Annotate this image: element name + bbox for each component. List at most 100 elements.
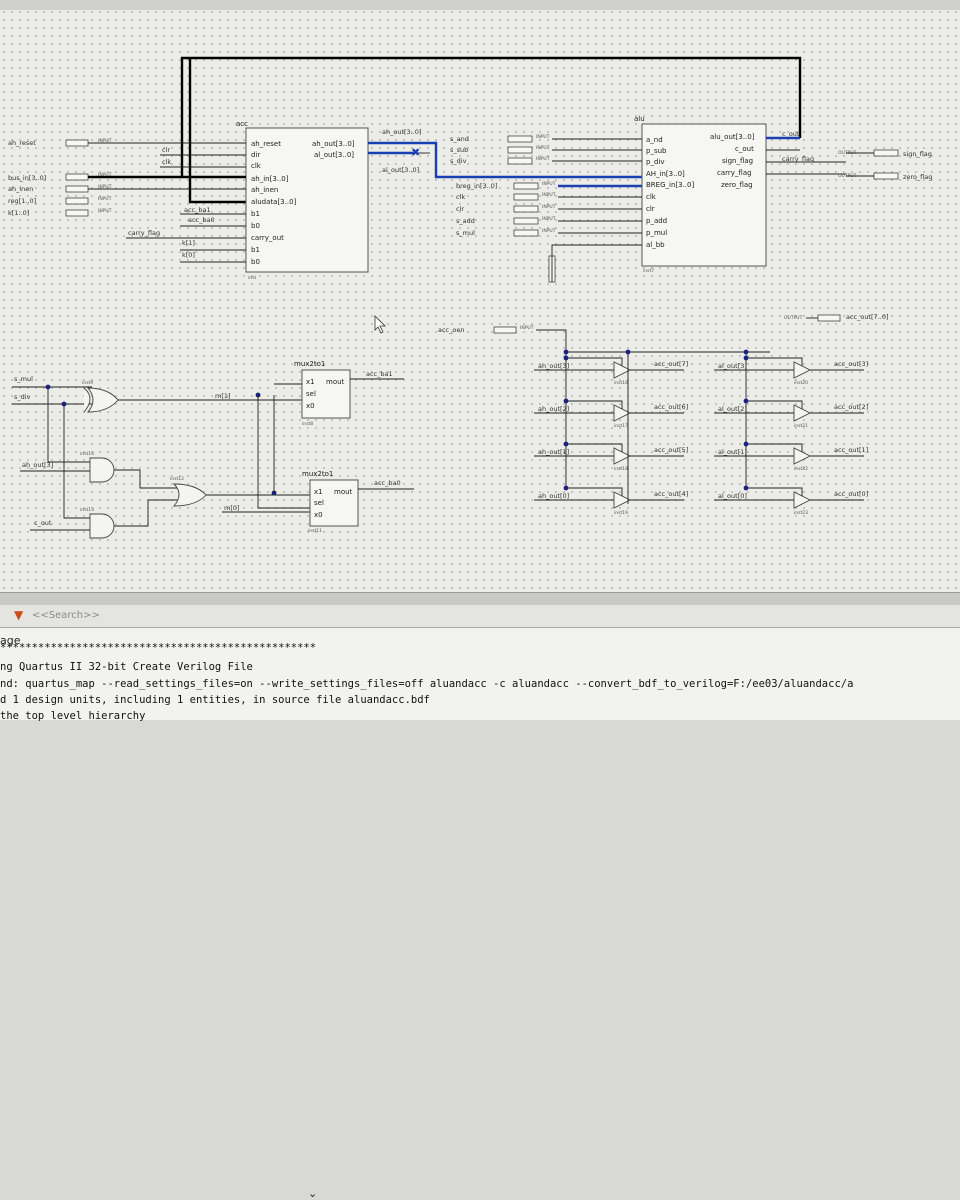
acc-block-inst: inst [248,275,256,281]
tristate-buffer[interactable]: al_out[2] acc_out[2] inst21 [714,398,868,429]
net-k0: k[0] [182,251,195,259]
pin-type: INPUT [98,172,112,178]
alu-port-breg-in: BREG_in[3..0] [646,181,694,189]
tristate-in-label: ah_out[2] [538,405,569,413]
svg-text:zero_flag: zero_flag [903,173,932,181]
tristate-out-label: acc_out[1] [834,446,868,454]
acc-block[interactable]: acc inst ah_reset dir clk ah_in[3..0] ah… [236,120,369,281]
mouse-cursor-icon [374,315,386,334]
search-input[interactable] [32,608,232,623]
tristate-buffer[interactable]: ah_out[3]acc_out[7]inst16 [534,355,688,386]
net-clk: clk [162,158,171,166]
control-logic: s_mul s_div inst9 m[1] ah_out[3] inst14 … [12,375,312,539]
svg-text:INPUT: INPUT [542,204,556,210]
svg-text:c_out: c_out [782,130,800,138]
net-ah-inen: ah_inen [8,185,33,193]
tristate-buffer[interactable]: ah_out[0]acc_out[4]inst19 [534,485,688,516]
tristate-out-label: acc_out[6] [654,403,688,411]
svg-text:m[0]: m[0] [224,504,240,512]
acc-block-title: acc [236,120,248,128]
no-connect-marker: ✖ [411,146,420,159]
alu-port-ah-in: AH_in[3..0] [646,170,685,178]
tristate-buffer[interactable]: al_out[1] acc_out[1] inst22 [714,441,868,472]
tristate-buffer[interactable]: ah_out[2]acc_out[6]inst17 [534,398,688,429]
acc-port-b1: b1 [251,210,260,218]
messages-column-header: age [0,634,21,647]
net-clr: clr [162,146,170,154]
and-gate-top [89,457,115,483]
pin-type: INPUT [98,184,112,190]
message-line[interactable]: d 1 design units, including 1 entities, … [0,694,430,706]
alu-port-mul: p_mul [646,229,667,237]
tristate-out-label: acc_out[7] [654,360,688,368]
tristate-inst-label: inst21 [794,423,808,429]
alu-input-pins: s_and INPUT s_sub INPUT s_div INPUT breg… [450,134,642,283]
tristate-out-label: acc_out[4] [654,490,688,498]
svg-text:INPUT: INPUT [542,216,556,222]
chevron-down-icon[interactable]: ⌄ [308,1187,318,1200]
svg-text:clk: clk [456,193,465,201]
panel-splitter[interactable]: ⌄ [0,592,960,1199]
svg-text:INPUT: INPUT [536,156,550,162]
svg-text:inst14: inst14 [80,451,94,457]
acc-port-k1: b1 [251,246,260,254]
alu-block[interactable]: alu inst7 a_nd p_sub p_div AH_in[3..0] B… [634,115,767,274]
acc-port-ah-reset: ah_reset [251,140,281,148]
net-carry-flag: carry_flag [128,229,160,237]
xor-gate [83,387,119,413]
svg-text:s_div: s_div [450,157,467,165]
svg-text:s_sub: s_sub [450,146,468,154]
alu-port-clr: clr [646,205,655,213]
svg-text:clr: clr [456,205,464,213]
net-al-out: al_out[3..0] [382,166,419,174]
alu-port-add: p_add [646,217,667,225]
filter-icon[interactable]: ▼ [14,608,24,622]
tristate-inst-label: inst22 [794,466,808,472]
tristate-in-label: al_out[1] [718,448,747,456]
tristate-out-label: acc_out[3] [834,360,868,368]
tristate-in-label: al_out[2] [718,405,747,413]
acc-input-pins: ah_reset INPUT bus_in[3..0] INPUT ah_ine… [8,138,246,263]
svg-text:INPUT: INPUT [536,134,550,140]
tristate-inst-label: inst16 [614,380,628,386]
message-line[interactable]: ng Quartus II 32-bit Create Verilog File [0,661,253,673]
pin-type: INPUT [98,208,112,214]
acc-port-clk: clk [251,162,262,170]
net-ah-out: ah_out[3..0] [382,128,421,136]
tristate-buffer[interactable]: al_out[3]acc_out[3]inst20 [714,355,868,386]
svg-text:INPUT: INPUT [536,145,550,151]
alu-output-wires: c_out carry_flag OUTPUT sign_flag OUTPUT… [766,130,932,181]
acc-out-pins: OUTPUT acc_out[7..0] acc_oen INPUT [438,313,889,353]
message-line[interactable]: nd: quartus_map --read_settings_files=on… [0,678,854,690]
tristate-buffer[interactable]: al_out[0]acc_out[0]inst23 [714,485,868,516]
message-line[interactable]: the top level hierarchy [0,710,146,722]
acc-port-aludata: aludata[3..0] [251,198,297,206]
mux-top[interactable]: mux2to1 inst8 x1 sel x0 mout acc_ba1 [274,360,404,427]
svg-text:s_div: s_div [14,393,31,401]
acc-port-ah-out: ah_out[3..0] [312,140,355,148]
svg-text:inst11: inst11 [308,528,322,534]
svg-text:INPUT: INPUT [542,192,556,198]
tristate-in-label: ah_out[1] [538,448,569,456]
svg-text:acc_ba0: acc_ba0 [374,479,401,487]
svg-text:sel: sel [306,390,316,398]
net-acc-ba0: acc_ba0 [188,216,215,224]
messages-panel: age ************************************… [0,628,960,722]
svg-text:OUTPUT: OUTPUT [784,315,803,321]
svg-text:INPUT: INPUT [520,325,534,331]
svg-text:x1: x1 [314,488,323,496]
tristate-buffer[interactable]: ah_out[1]acc_out[5]inst18 [534,441,688,472]
alu-block-title: alu [634,115,645,123]
mux-bottom[interactable]: mux2to1 inst11 x1 sel x0 mout acc_ba0 [302,470,414,534]
svg-text:mux2to1: mux2to1 [294,360,325,368]
alu-port-and: a_nd [646,136,663,144]
schematic-drawing[interactable]: acc inst ah_reset dir clk ah_in[3..0] ah… [0,0,960,592]
acc-port-ah-in: ah_in[3..0] [251,175,289,183]
tristate-left-array: ah_out[3]acc_out[7]inst16ah_out[2]acc_ou… [534,349,688,516]
acc-port-b0: b0 [251,222,260,230]
alu-port-carry-flag: carry_flag [717,169,752,177]
svg-text:carry_flag: carry_flag [782,155,814,163]
tristate-out-label: acc_out[2] [834,403,868,411]
tristate-in-label: ah_out[0] [538,492,569,500]
net-bus-in: bus_in[3..0] [8,174,46,182]
